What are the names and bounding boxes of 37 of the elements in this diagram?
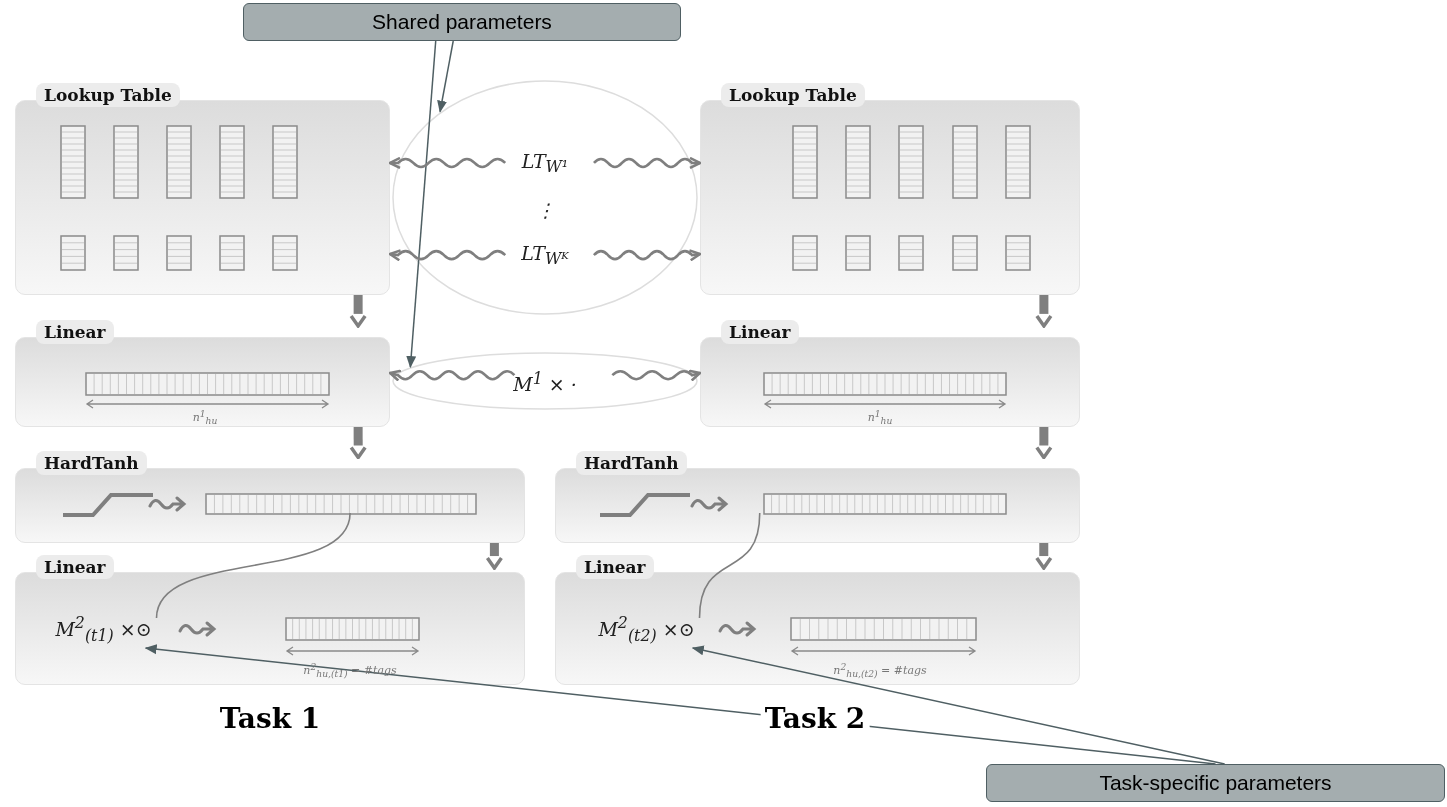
layer-title: HardTanh	[576, 451, 687, 475]
callout-text: Task-specific parameters	[1098, 771, 1333, 795]
formula-text: LT$_{Wᴷ}$	[521, 241, 569, 269]
formula-text: LT$_{W¹}$	[521, 149, 569, 177]
layer-title: Linear	[721, 320, 799, 344]
dimension-label: n$^{2}$$_{hu,(t2)}$ = #tags	[833, 660, 927, 680]
formula-text: ⋮	[535, 199, 555, 221]
layer-title: Linear	[36, 320, 114, 344]
flow-arrow	[349, 295, 367, 328]
wavy-arrow	[593, 156, 702, 170]
leader-line	[144, 644, 1217, 765]
flow-arrow	[485, 543, 504, 570]
wavy-arrow	[611, 369, 702, 382]
leader-line	[437, 40, 454, 113]
wavy-arrow	[388, 249, 507, 262]
wavy-arrow	[593, 249, 702, 262]
callout-box	[243, 3, 681, 41]
flow-arrow	[1035, 295, 1053, 328]
flow-arrow	[1035, 543, 1053, 570]
connector-curve	[698, 512, 761, 619]
flow-arrow	[349, 427, 367, 460]
leader-line	[691, 645, 1226, 765]
layer-title: Lookup Table	[36, 83, 180, 107]
leader-line	[406, 40, 437, 369]
connector-curve	[155, 512, 351, 619]
formula-text: M$^{2}$$_{(t2)}$ ×⊙	[598, 613, 695, 645]
wavy-arrow	[388, 156, 507, 170]
formula-text: M$^{2}$$_{(t1)}$ ×⊙	[55, 613, 152, 645]
flow-arrow	[1035, 427, 1053, 460]
callout-box	[986, 764, 1445, 802]
layer-title: HardTanh	[36, 451, 147, 475]
callout-text: Shared parameters	[371, 10, 553, 34]
formula-text: M$^{1}$ × ·	[513, 368, 577, 396]
layer-title: Linear	[576, 555, 654, 579]
wavy-arrow	[388, 369, 516, 382]
layer-title: Linear	[36, 555, 114, 579]
layer-title: Lookup Table	[721, 83, 865, 107]
